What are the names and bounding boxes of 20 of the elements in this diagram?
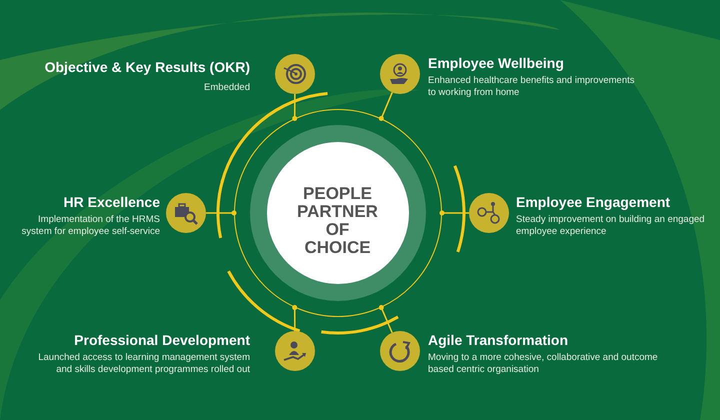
connector-line bbox=[440, 210, 469, 216]
description: Implementation of the HRMS system for employee self-service bbox=[20, 214, 160, 238]
heading: Employee Wellbeing bbox=[428, 55, 564, 72]
heading: HR Excellence bbox=[64, 194, 160, 211]
connector-line bbox=[206, 210, 236, 216]
description: Launched access to learning management system and skills development programmes rolled out bbox=[37, 352, 250, 376]
description: Moving to a more cohesive, collaborative and outcome based centric organisation bbox=[428, 352, 659, 376]
heading: Agile Transformation bbox=[428, 332, 568, 349]
heading: Professional Development bbox=[74, 332, 250, 349]
description: Steady improvement on building an engaged employee experience bbox=[516, 214, 706, 238]
heading: Employee Engagement bbox=[516, 194, 670, 211]
heading: Objective & Key Results (OKR) bbox=[44, 59, 250, 76]
connector-line bbox=[292, 94, 298, 121]
connector-line bbox=[378, 305, 393, 333]
connector-line bbox=[378, 92, 393, 121]
outer-ring bbox=[234, 109, 442, 317]
connector-line bbox=[292, 305, 298, 331]
description: Embedded bbox=[204, 82, 250, 94]
center-title: PEOPLE PARTNER OF CHOICE bbox=[296, 184, 379, 256]
description: Enhanced healthcare benefits and improvements to working from home bbox=[428, 75, 636, 99]
